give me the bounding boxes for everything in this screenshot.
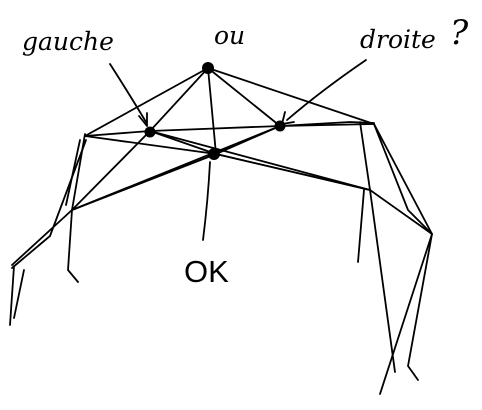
arrow-droite [282, 60, 366, 124]
pointer-ok [203, 162, 210, 240]
arch-frame [10, 68, 432, 394]
label-ok: OK [184, 254, 229, 289]
label-droite: droite [360, 25, 436, 54]
label-question-mark: ? [450, 13, 469, 53]
label-gauche: gauche [22, 27, 114, 56]
left-node [145, 127, 156, 138]
right-node [275, 121, 286, 132]
arrow-gauche [110, 64, 147, 126]
apex-node [202, 62, 214, 74]
ok-node [208, 148, 220, 160]
label-ou: ou [214, 21, 245, 50]
